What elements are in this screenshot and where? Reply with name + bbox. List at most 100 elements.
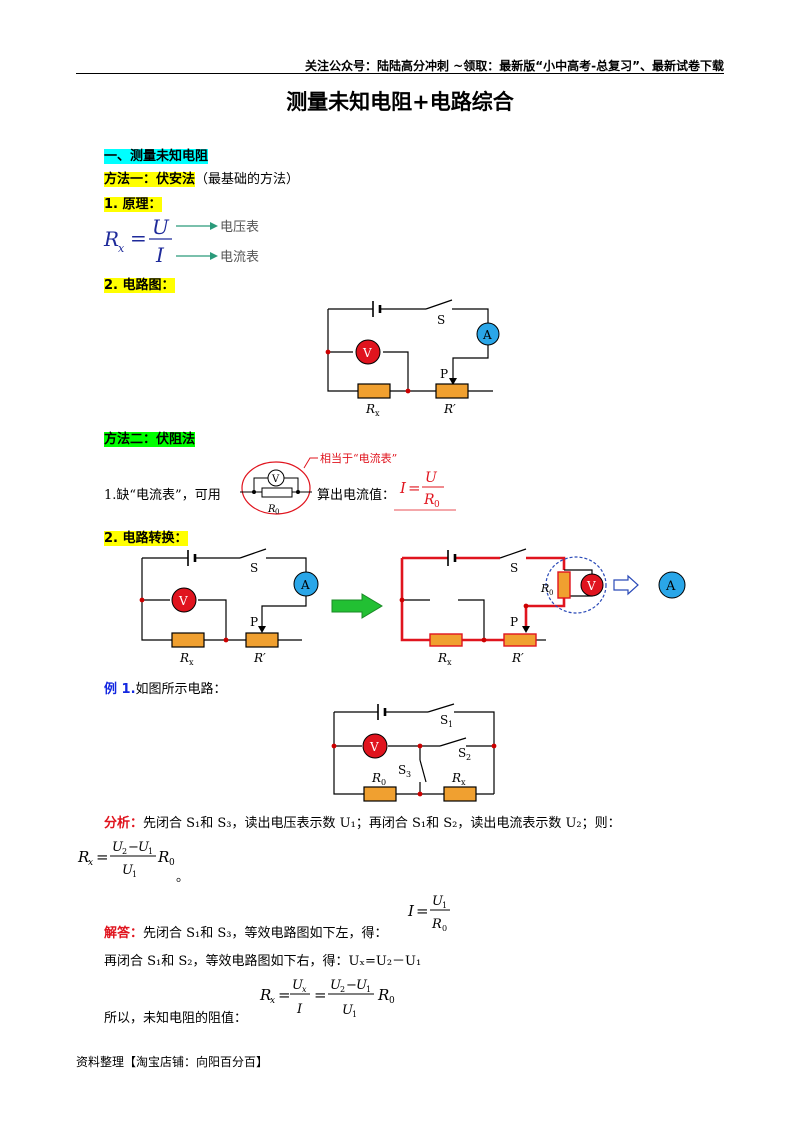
- circuit-text-label: x: [375, 409, 380, 418]
- circuit-text-label: V: [586, 579, 596, 593]
- compute-text: 算出电流值：: [317, 488, 396, 503]
- circuit-text-label: R: [371, 771, 381, 785]
- conversion-label: 2. 电路转换：: [104, 531, 188, 546]
- circuit-text-label: =: [314, 986, 327, 1004]
- circuit-text-label: R: [451, 771, 461, 785]
- circuit-text-label: V: [369, 740, 379, 754]
- circuit-text-label: x: [447, 658, 452, 667]
- circuit-text-label: U: [138, 840, 150, 855]
- circuit-text-label: U: [122, 863, 134, 878]
- conversion-circuit-left: V A S P R x R′: [139, 548, 319, 667]
- circuit-text-label: I: [399, 479, 407, 497]
- ammeter-text: 电流表: [220, 250, 259, 265]
- circuit-text-label: U: [330, 978, 342, 993]
- circuit-text-label: =: [130, 226, 147, 250]
- circuit-text-label: R: [377, 986, 389, 1004]
- circuit-text-label: 1: [442, 901, 447, 910]
- circuit-text-label: U: [112, 840, 124, 855]
- page-footer: 资料整理【淘宝店铺：向阳百分百】: [76, 1055, 269, 1069]
- circuit-text-label: =: [416, 902, 429, 920]
- header-rule: [76, 73, 724, 74]
- circuit-text-label: −: [128, 840, 139, 855]
- circuit-text-label: x: [461, 778, 466, 787]
- circuit-text-label: 2: [466, 753, 471, 762]
- period: 。: [176, 870, 190, 885]
- method1-label: 方法一：伏安法: [104, 172, 196, 187]
- circuit-text-label: I: [407, 902, 415, 920]
- circuit-text-label: A: [482, 328, 492, 342]
- circuit-text-label: R: [157, 848, 169, 866]
- circuit-text-label: P: [250, 615, 258, 629]
- circuit-text-label: 0: [275, 508, 279, 516]
- analysis-formula: R x = U 2 − U 1 U 1 R 0: [77, 840, 175, 879]
- circuit-text-label: 1: [448, 720, 453, 729]
- circuit-text-label: 0: [549, 589, 553, 597]
- circuit-text-label: x: [189, 658, 194, 667]
- circuit-text-label: 0: [442, 924, 447, 933]
- conversion-circuit-right: V R 0 S P R x R′ A: [399, 548, 686, 667]
- circuit-text-label: R: [423, 492, 435, 508]
- circuit-text-label: V: [178, 594, 188, 608]
- circuit-text-label: U: [152, 215, 170, 239]
- circuit-label: 2. 电路图：: [104, 278, 175, 293]
- circuit-text-label: P: [510, 615, 518, 629]
- voltmeter-text: 电压表: [220, 220, 259, 235]
- circuit-text-label: =: [96, 848, 109, 866]
- analysis-text: 先闭合 S₁和 S₃，读出电压表示数 U₁；再闭合 S₁和 S₂，读出电流表示数…: [143, 816, 621, 831]
- circuit-text-label: R: [103, 227, 119, 251]
- page-title: 测量未知电阻+电路综合: [286, 90, 514, 114]
- circuit-text-label: 0: [434, 500, 440, 510]
- circuit-text-label: A: [300, 578, 310, 592]
- circuit-text-label: U: [292, 978, 304, 993]
- circuit-text-label: x: [302, 985, 307, 994]
- circuit-text-label: x: [118, 242, 125, 255]
- section-heading: 一、测量未知电阻: [104, 149, 209, 164]
- circuit-text-label: R: [437, 651, 447, 665]
- circuit-text-label: x: [270, 996, 275, 1006]
- circuit-text-label: R: [540, 582, 549, 595]
- answer-label: 解答：: [104, 926, 144, 941]
- method1-line: 方法一：伏安法（最基础的方法）: [104, 168, 299, 187]
- circuit-text-label: S: [250, 561, 258, 575]
- circuit-text-label: −: [346, 978, 357, 993]
- circuit-text-label: 0: [389, 996, 395, 1006]
- circuit-text-label: S: [437, 313, 445, 327]
- missing-ammeter-text: 1.缺“电流表”，可用: [104, 488, 221, 503]
- circuit-text-label: S: [440, 713, 448, 727]
- answer-text2: 再闭合 S₁和 S₂，等效电路图如下右，得：Uₓ=U₂－U₁: [104, 954, 422, 969]
- circuit-text-label: R: [259, 986, 271, 1004]
- circuit-text-label: =: [408, 479, 421, 497]
- circuit-text-label: U: [432, 894, 444, 909]
- circuit-text-label: 0: [169, 858, 175, 868]
- answer-text3: 所以，未知电阻的阻值：: [104, 1011, 248, 1026]
- circuit-text-label: R′: [511, 651, 524, 665]
- method2-label: 方法二：伏阻法: [104, 432, 196, 447]
- circuit-text-label: R: [77, 848, 89, 866]
- conversion-arrow: [331, 593, 383, 619]
- circuit-text-label: 1: [132, 870, 137, 879]
- page-header: 关注公众号：陆陆高分冲刺 ~领取：最新版“小中高考-总复习”、最新试卷下载: [305, 59, 724, 73]
- circuit-text-label: I: [296, 1002, 303, 1017]
- example-circuit: V S 1 S 2 S 3 R 0 R x: [331, 703, 497, 802]
- answer-text1: 先闭合 S₁和 S₃，等效电路图如下左，得：: [143, 926, 388, 941]
- circuit-text-label: R: [431, 917, 442, 932]
- circuit-text-label: =: [278, 986, 291, 1004]
- example-line: 例 1.如图所示电路：: [104, 678, 227, 697]
- method1-note: （最基础的方法）: [195, 172, 300, 187]
- circuit-text-label: x: [88, 858, 93, 868]
- circuit-text-label: 3: [406, 770, 411, 779]
- circuit-text-label: A: [665, 579, 676, 594]
- circuit-text-label: R′: [253, 651, 266, 665]
- circuit-text-label: R: [179, 651, 189, 665]
- circuit-text-label: 2: [122, 847, 127, 856]
- circuit-text-label: 1: [366, 985, 371, 994]
- analysis-line: 分析：先闭合 S₁和 S₃，读出电压表示数 U₁；再闭合 S₁和 S₂，读出电流…: [104, 812, 621, 831]
- circuit-text-label: S: [458, 746, 466, 760]
- example-label: 例 1.: [104, 682, 136, 697]
- circuit-text-label: U: [425, 470, 438, 486]
- circuit-text-label: U: [356, 978, 368, 993]
- principle-label: 1. 原理：: [104, 197, 162, 212]
- circuit-text-label: I: [155, 243, 165, 267]
- circuit-text-label: 1: [352, 1010, 357, 1019]
- example-text: 如图所示电路：: [135, 682, 227, 697]
